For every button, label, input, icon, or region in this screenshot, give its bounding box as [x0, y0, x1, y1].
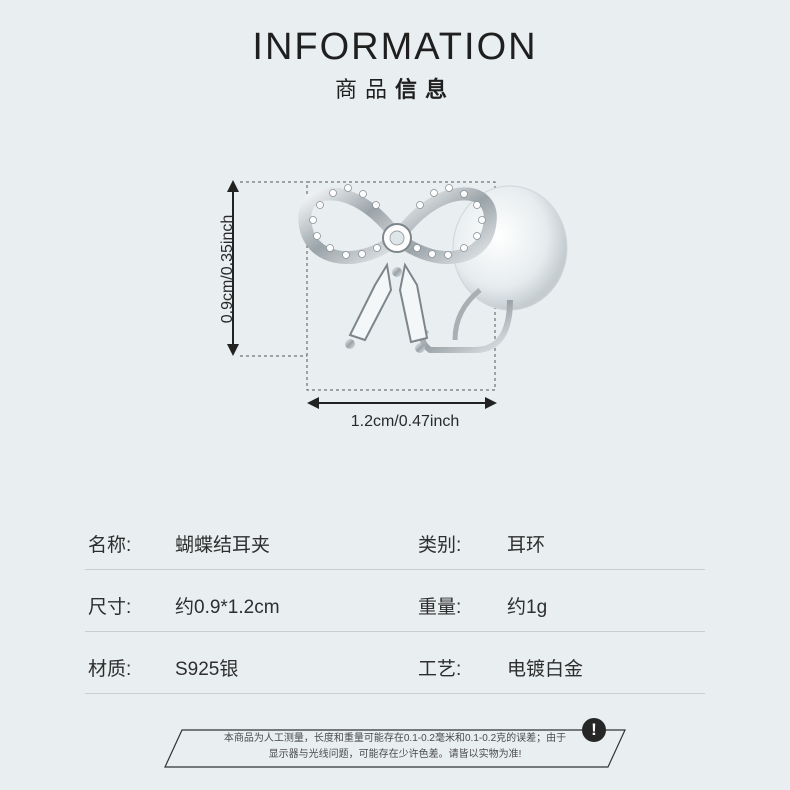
- notice-line: 显示器与光线问题，可能存在少许色差。请皆以实物为准!: [268, 749, 522, 760]
- spec-value: 约1g: [507, 597, 548, 618]
- spec-label: 材质:: [88, 659, 132, 680]
- spec-value: 耳环: [507, 535, 546, 556]
- spec-row: 材质: S925银 工艺: 电镀白金: [85, 632, 705, 694]
- warning-icon: !: [582, 718, 606, 742]
- spec-label: 重量:: [418, 597, 462, 618]
- height-label: 0.9cm/0.35inch: [219, 214, 236, 324]
- spec-row: 名称: 蝴蝶结耳夹 类别: 耳环: [85, 508, 705, 570]
- notice-box: [164, 729, 626, 768]
- height-dimension-arrow: [227, 180, 239, 356]
- spec-label: 名称:: [88, 535, 132, 556]
- product-image: [240, 181, 568, 391]
- page-subtitle: 商品信息: [0, 72, 790, 104]
- page-title: INFORMATION: [252, 26, 538, 68]
- notice-text: 本商品为人工测量，长度和重量可能存在0.1-0.2毫米和0.1-0.2克的误差；…: [198, 731, 592, 763]
- width-dimension-arrow: [307, 397, 497, 409]
- notice-line: 本商品为人工测量，长度和重量可能存在0.1-0.2毫米和0.1-0.2克的误差；…: [223, 733, 567, 744]
- spec-value: 电镀白金: [507, 659, 584, 680]
- spec-row: 尺寸: 约0.9*1.2cm 重量: 约1g: [85, 570, 705, 632]
- spec-value: 蝴蝶结耳夹: [175, 535, 271, 556]
- spec-label: 工艺:: [418, 659, 462, 680]
- subtitle-bold: 信息: [395, 77, 456, 102]
- spec-value: 约0.9*1.2cm: [175, 597, 280, 618]
- spec-value: S925银: [175, 659, 239, 680]
- spec-label: 类别:: [418, 535, 462, 556]
- spec-table: 名称: 蝴蝶结耳夹 类别: 耳环 尺寸: 约0.9*1.2cm 重量: 约1g …: [85, 508, 705, 694]
- subtitle-regular: 商品: [334, 77, 395, 102]
- width-label: 1.2cm/0.47inch: [350, 413, 460, 430]
- spec-label: 尺寸:: [88, 597, 132, 618]
